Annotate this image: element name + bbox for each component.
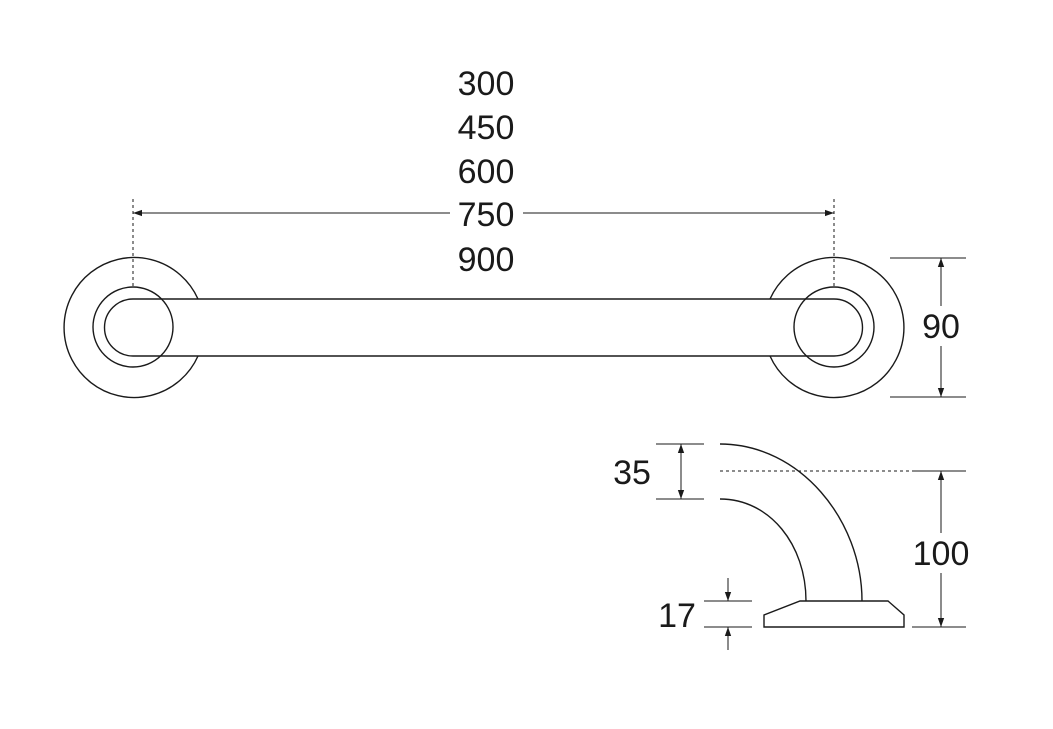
tube-diameter-dimension: 35 — [613, 443, 704, 500]
projection-dimension: 100 — [912, 470, 971, 628]
length-option-1: 300 — [458, 65, 515, 103]
length-dimension: 300 450 600 750 900 — [133, 65, 834, 279]
projection-label: 100 — [913, 535, 970, 573]
flange-thickness-label: 17 — [658, 597, 696, 635]
left-flange — [63, 256, 199, 399]
length-option-4: 750 — [458, 196, 515, 234]
tube-outer-bend — [719, 443, 863, 602]
flange-thickness-dimension: 17 — [658, 578, 752, 650]
right-flange — [769, 256, 905, 399]
length-option-3: 600 — [458, 153, 515, 191]
length-option-2: 450 — [458, 109, 515, 147]
tube-inner-bend — [719, 498, 807, 602]
side-view: 35 100 17 — [613, 443, 971, 650]
tube-diameter-label: 35 — [613, 454, 651, 492]
front-view: 300 450 600 750 900 90 — [63, 65, 966, 399]
base-flange — [763, 600, 905, 628]
bar-tube — [160, 298, 806, 357]
flange-diameter-label: 90 — [922, 308, 960, 346]
length-option-5: 900 — [458, 241, 515, 279]
flange-diameter-dimension: 90 — [890, 257, 966, 398]
